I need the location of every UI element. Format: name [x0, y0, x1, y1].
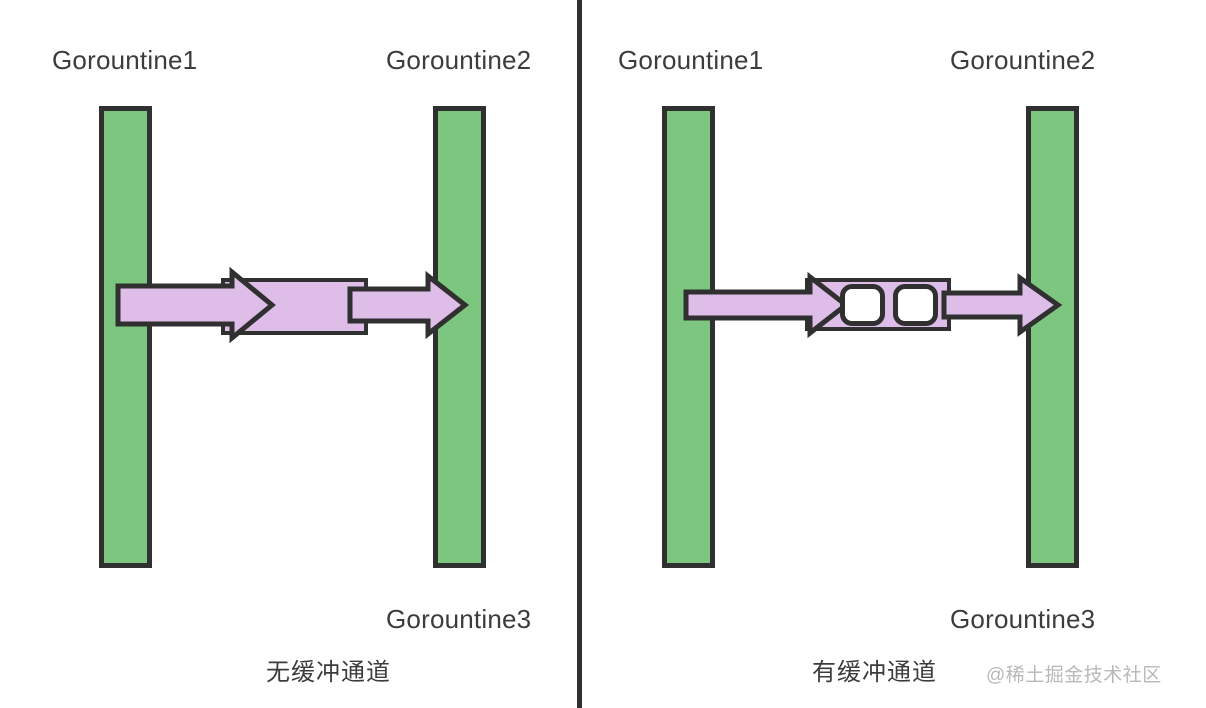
unbuffered-caption: 无缓冲通道 — [266, 659, 391, 686]
buffered-slot-1 — [840, 284, 885, 326]
buffered-receive-arrow — [941, 273, 1063, 337]
buffered-goroutine1-bar — [662, 106, 715, 568]
unbuffered-producer-label: Gorountine1 — [52, 45, 198, 75]
watermark-text: @稀土掘金技术社区 — [986, 665, 1162, 686]
buffered-send-arrow — [683, 271, 851, 339]
panel-divider — [577, 0, 582, 708]
buffered-consumer-label: Gorountine2 — [950, 45, 1096, 75]
unbuffered-receive-arrow — [347, 270, 470, 340]
panel-unbuffered-channel: Gorountine1 Gorountine2 Gorountine3 无缓冲通… — [0, 0, 577, 708]
unbuffered-goroutine1-bar — [99, 106, 152, 568]
unbuffered-consumer-label: Gorountine2 — [386, 45, 532, 75]
buffered-channel-label: Gorountine3 — [950, 604, 1096, 634]
panel-buffered-channel: Gorountine1 Gorountine2 Gorountine3 有缓冲通… — [582, 0, 1206, 708]
unbuffered-goroutine2-bar — [433, 106, 486, 568]
buffered-caption: 有缓冲通道 — [812, 659, 937, 686]
buffered-producer-label: Gorountine1 — [618, 45, 764, 75]
unbuffered-send-arrow — [115, 266, 276, 344]
buffered-slot-2 — [893, 284, 938, 326]
unbuffered-channel-label: Gorountine3 — [386, 604, 532, 634]
buffered-goroutine2-bar — [1026, 106, 1079, 568]
